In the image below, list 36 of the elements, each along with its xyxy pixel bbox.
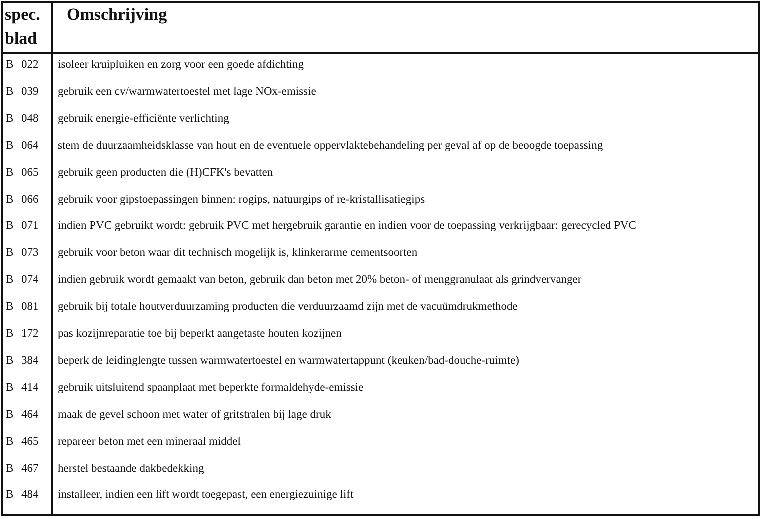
description-text: herstel bestaande dakbedekking — [58, 462, 204, 476]
column-header: spec. blad — [5, 4, 42, 50]
spec-code: B 066 — [6, 192, 39, 206]
description-text: isoleer kruipluiken en zorg voor een goede afdichting — [58, 58, 304, 72]
spec-code: B 465 — [6, 434, 39, 449]
spec-code: B 065 — [6, 166, 39, 180]
spec-code: B 074 — [6, 273, 39, 288]
description-text: beperk de leidinglengte tussen warmwatertoestel en warmwatertappunt (keuken/bad-douche-ruimte) — [58, 354, 520, 368]
description-text: repareer beton met een mineraal middel — [58, 434, 241, 449]
spec-code: B 467 — [6, 462, 39, 476]
spec-code: B 071 — [6, 219, 39, 234]
spec-code: B 384 — [6, 354, 39, 368]
description-text: indien gebruik wordt gemaakt van beton, gebruik dan beton met 20% beton- of menggranulaat als grindvervanger — [58, 273, 582, 288]
description-text: gebruik voor gipstoepassingen binnen: rogips, natuurgips of re-kristallisatiegips — [58, 192, 426, 206]
spec-code: B 172 — [6, 327, 39, 341]
column-header: Omschrijving — [67, 4, 168, 26]
spec-code: B 464 — [6, 408, 39, 422]
description-text: gebruik uitsluitend spaanplaat met beperkte formaldehyde-emissie — [58, 380, 364, 395]
spec-code: B 484 — [6, 488, 39, 502]
description-text: indien PVC gebruikt wordt: gebruik PVC met hergebruik garantie en indien voor de toepassing verkrijgbaar: gerecycled PVC — [58, 219, 636, 234]
spec-code: B 022 — [6, 58, 39, 72]
spec-code: B 081 — [6, 300, 39, 314]
spec-code: B 414 — [6, 380, 39, 395]
description-text: maak de gevel schoon met water of gritstralen bij lage druk — [58, 408, 332, 422]
spec-code: B 073 — [6, 246, 39, 260]
description-text: gebruik voor beton waar dit technisch mogelijk is, klinkerarme cementsoorten — [58, 246, 418, 260]
spec-code: B 039 — [6, 84, 39, 99]
description-text: installeer, indien een lift wordt toegepast, een energiezuinige lift — [58, 488, 354, 502]
description-text: gebruik geen producten die (H)CFK's bevatten — [58, 166, 274, 180]
description-text: gebruik een cv/warmwatertoestel met lage NOx-emissie — [58, 84, 316, 99]
description-text: pas kozijnreparatie toe bij beperkt aangetaste houten kozijnen — [58, 327, 342, 341]
description-text: gebruik energie-efficiënte verlichting — [58, 112, 230, 126]
description-text: stem de duurzaamheidsklasse van hout en de eventuele oppervlaktebehandeling per geval af op de beoogde toepassing — [58, 138, 604, 153]
spec-code: B 064 — [6, 138, 39, 153]
description-text: gebruik bij totale houtverduurzaming producten die verduurzaamd zijn met de vacuümdrukmethode — [58, 300, 518, 314]
spec-code: B 048 — [6, 112, 39, 126]
